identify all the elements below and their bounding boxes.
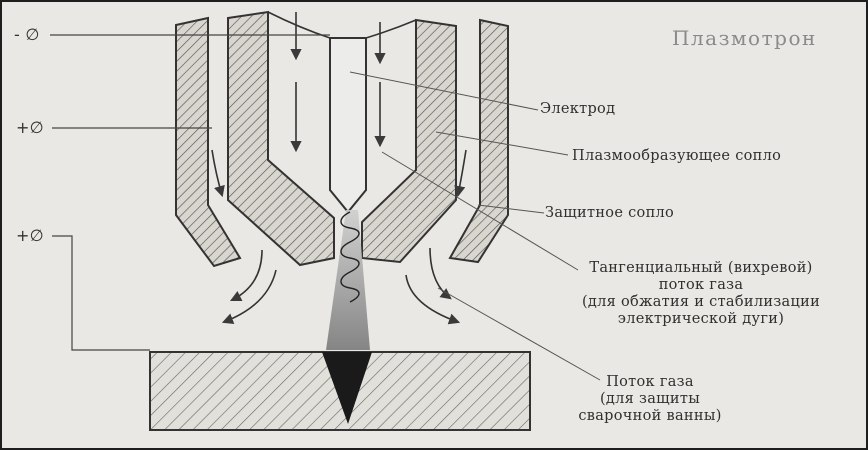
leader-lines <box>349 71 601 381</box>
label-shield-nozzle: Защитное сопло <box>545 205 675 221</box>
gas-flow-line-1: Поток газа <box>606 374 694 390</box>
workpiece-terminal: +∅ <box>16 226 44 245</box>
label-plasma-nozzle: Плазмообразующее сопло <box>572 148 782 164</box>
weld-pool <box>322 352 372 424</box>
plasma-arc <box>326 210 370 350</box>
diagram-title: Плазмотрон <box>672 26 817 50</box>
gas-flow-line-3: сварочной ванны) <box>578 408 722 424</box>
label-gas-flow: Поток газа (для защиты сварочной ванны) <box>560 374 740 425</box>
nozzle-terminal: +∅ <box>16 118 44 137</box>
gas-flow-line-2: (для защиты <box>599 391 701 407</box>
electrical-leads <box>50 34 330 351</box>
workpiece <box>149 351 531 431</box>
electrode-terminal: - ∅ <box>14 25 40 44</box>
tangential-line-3: (для обжатия и стабилизации <box>581 294 821 310</box>
plasma-nozzle <box>227 10 457 267</box>
tangential-line-1: Тангенциальный (вихревой) <box>589 260 813 276</box>
tangential-line-2: поток газа <box>658 277 744 293</box>
label-electrode: Электрод <box>540 101 616 117</box>
label-tangential-flow: Тангенциальный (вихревой) поток газа (дл… <box>540 260 862 328</box>
tangential-line-4: электрической дуги) <box>617 311 785 327</box>
electrode <box>267 11 417 214</box>
